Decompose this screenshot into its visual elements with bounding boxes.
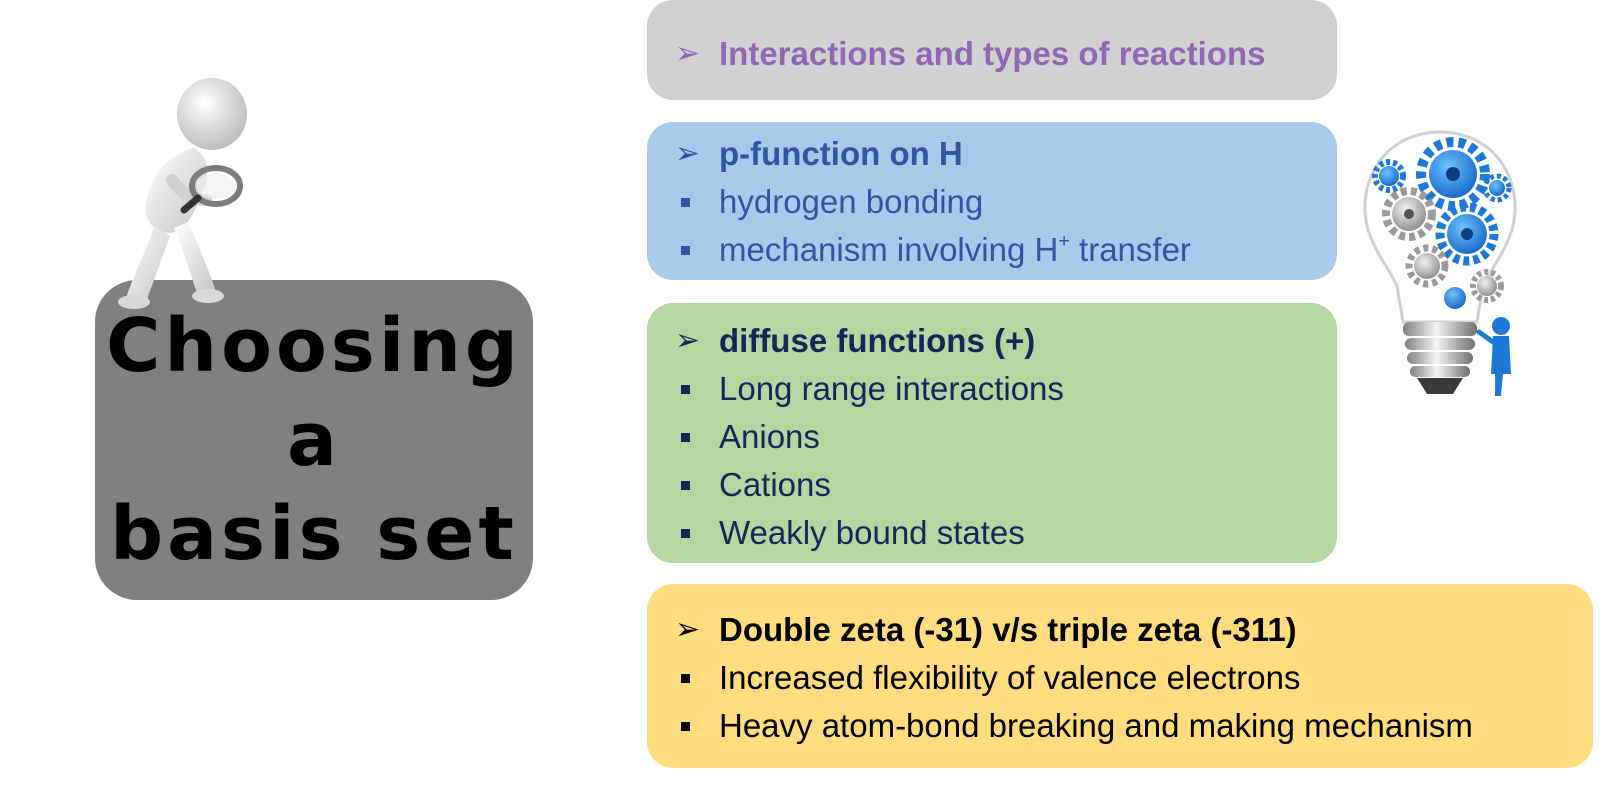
list-item-text: Anions (719, 418, 820, 455)
panel-heading: ➢ Double zeta (-31) v/s triple zeta (-31… (675, 606, 1593, 654)
panel-p-function: ➢ p-function on H hydrogen bonding mecha… (647, 122, 1337, 280)
panel-heading-text: Double zeta (-31) v/s triple zeta (-311) (719, 611, 1297, 648)
panel-zeta: ➢ Double zeta (-31) v/s triple zeta (-31… (647, 584, 1593, 768)
superscript: + (1058, 230, 1070, 253)
gear-lightbulb-illustration (1363, 130, 1517, 396)
list-item: Anions (675, 413, 1337, 461)
person-with-magnifier-illustration (118, 78, 247, 309)
square-bullet-icon (675, 528, 719, 538)
list-item-text: Long range interactions (719, 370, 1064, 407)
list-item-text: mechanism involving H+ transfer (719, 230, 1191, 268)
square-bullet-icon (675, 673, 719, 683)
list-item: Long range interactions (675, 365, 1337, 413)
title-line-3: basis set (110, 491, 518, 577)
arrowhead-bullet-icon: ➢ (675, 324, 701, 357)
list-item-text: Cations (719, 466, 831, 503)
list-item-text: Increased flexibility of valence electro… (719, 659, 1301, 696)
square-bullet-icon (675, 197, 719, 207)
panel-heading: ➢ p-function on H (675, 130, 1337, 178)
list-item: mechanism involving H+ transfer (675, 226, 1337, 274)
title-line-2: a (287, 397, 341, 483)
panel-heading: ➢ Interactions and types of reactions (675, 30, 1337, 78)
arrowhead-bullet-icon: ➢ (675, 37, 701, 70)
square-bullet-icon (675, 245, 719, 255)
list-item: Cations (675, 461, 1337, 509)
title-box: Choosing a basis set (95, 280, 533, 600)
list-item: hydrogen bonding (675, 178, 1337, 226)
list-item: Weakly bound states (675, 509, 1337, 557)
square-bullet-icon (675, 384, 719, 394)
list-item-text: hydrogen bonding (719, 183, 984, 220)
panel-interactions: ➢ Interactions and types of reactions (647, 0, 1337, 100)
panel-heading-text: diffuse functions (+) (719, 322, 1036, 359)
panel-diffuse-functions: ➢ diffuse functions (+) Long range inter… (647, 303, 1337, 563)
square-bullet-icon (675, 480, 719, 490)
list-item: Heavy atom-bond breaking and making mech… (675, 702, 1593, 750)
title-line-1: Choosing (106, 303, 522, 389)
square-bullet-icon (675, 432, 719, 442)
list-item-text: Weakly bound states (719, 514, 1025, 551)
list-item: Increased flexibility of valence electro… (675, 654, 1593, 702)
list-item-text: Heavy atom-bond breaking and making mech… (719, 707, 1473, 744)
arrowhead-bullet-icon: ➢ (675, 613, 701, 646)
panel-heading: ➢ diffuse functions (+) (675, 317, 1337, 365)
panel-heading-text: Interactions and types of reactions (719, 35, 1266, 72)
panel-heading-text: p-function on H (719, 135, 963, 172)
square-bullet-icon (675, 721, 719, 731)
arrowhead-bullet-icon: ➢ (675, 137, 701, 170)
